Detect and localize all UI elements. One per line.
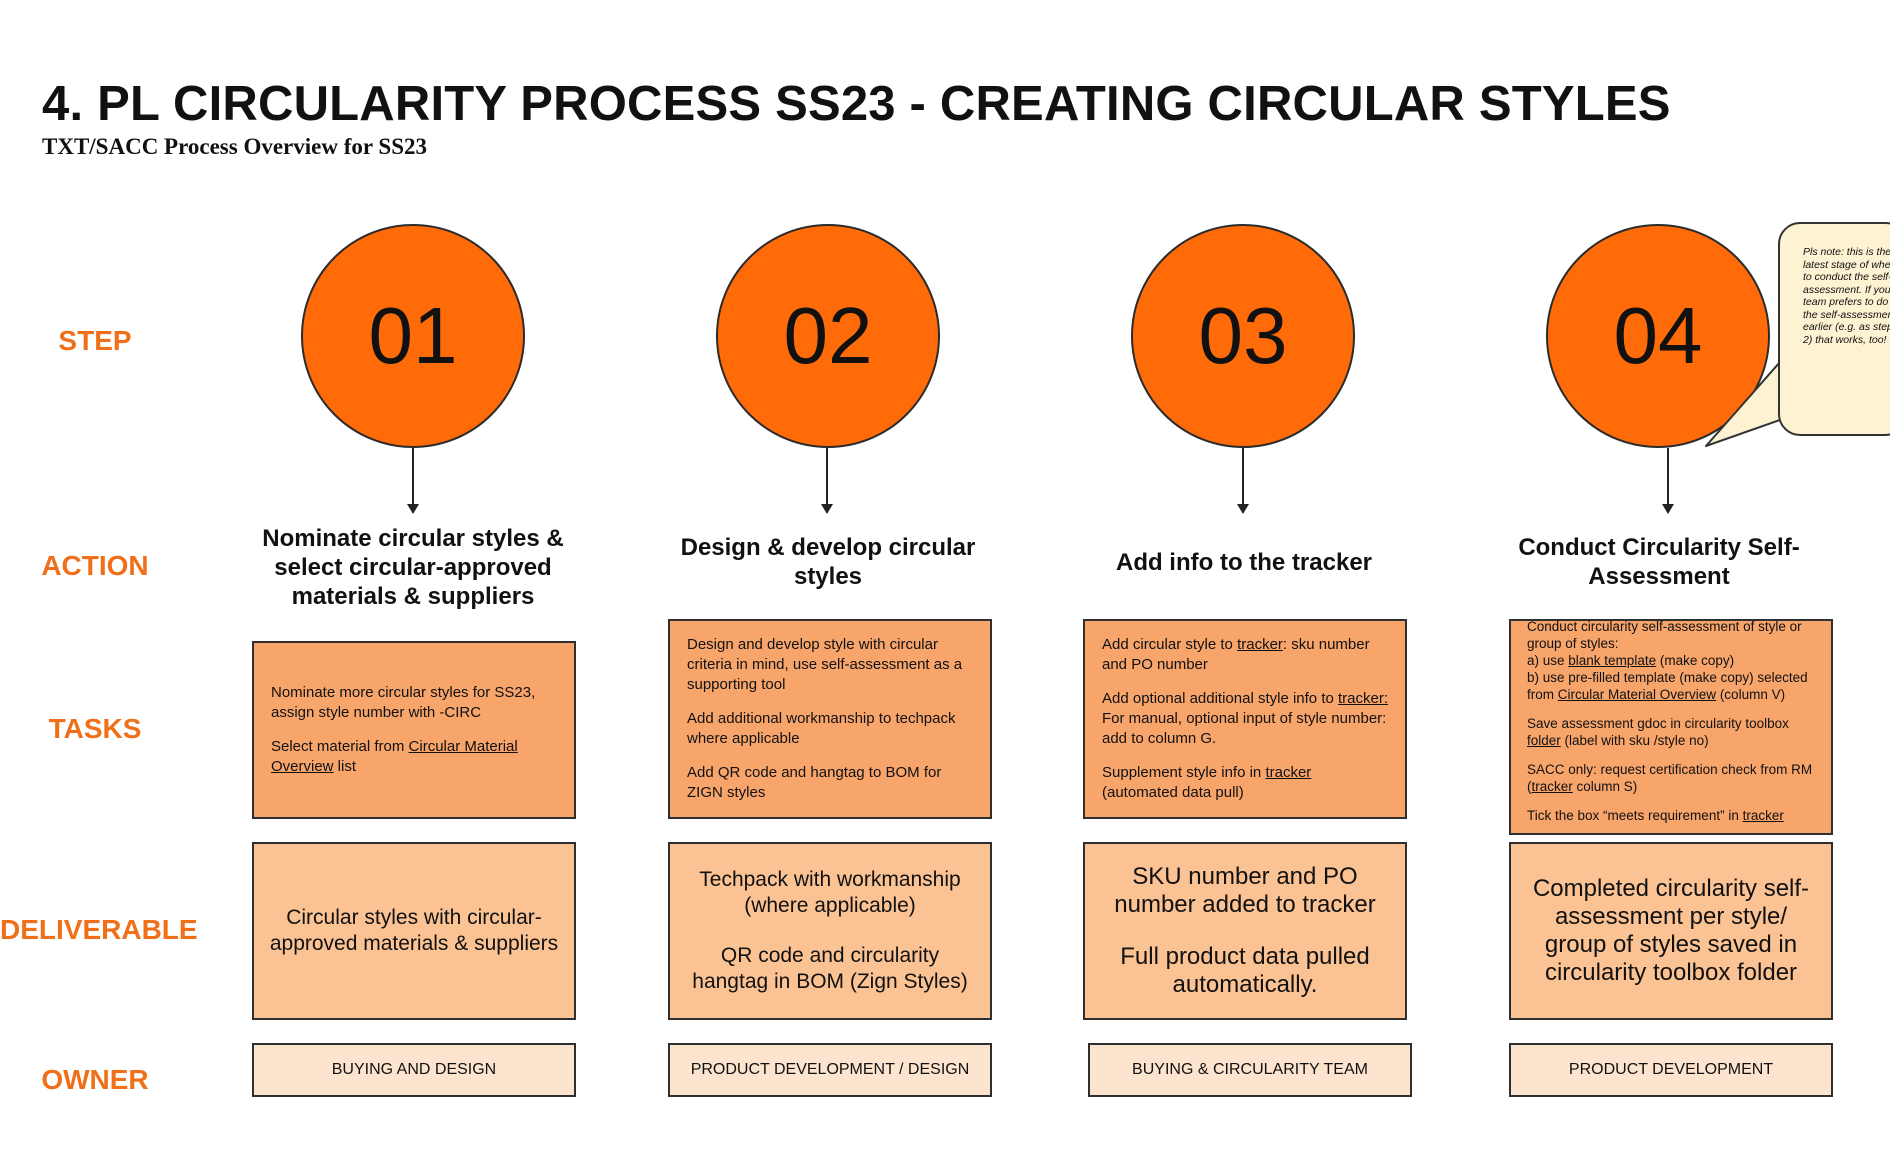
folder-link[interactable]: folder [1527, 733, 1561, 748]
step-number: 01 [368, 291, 458, 380]
owner-box-01: BUYING AND DESIGN [252, 1043, 576, 1097]
step-circle-03: 03 [1131, 224, 1355, 448]
step-arrow-line [826, 448, 828, 506]
deliverable-item: Circular styles with circular-approved m… [269, 906, 559, 955]
task-item: Add circular style to tracker: sku numbe… [1102, 636, 1370, 673]
step-circle-01: 01 [301, 224, 525, 448]
step-arrow-head [1662, 504, 1674, 514]
deliverable-item: Techpack with workmanship (where applica… [699, 868, 961, 917]
deliverable-box-02: Techpack with workmanship (where applica… [668, 842, 992, 1020]
task-item: Add additional workmanship to techpack w… [687, 710, 956, 747]
task-item: Supplement style info in tracker (automa… [1102, 764, 1312, 801]
step-number: 02 [783, 291, 873, 380]
tasks-box-01: Nominate more circular styles for SS23, … [252, 641, 576, 819]
tracker-link[interactable]: tracker [1237, 636, 1283, 653]
step-arrow-line [1667, 448, 1669, 506]
note-bubble: Pls note: this is the latest stage of wh… [1778, 222, 1890, 436]
task-item: Add QR code and hangtag to BOM for ZIGN … [687, 764, 942, 801]
tracker-link[interactable]: tracker: [1338, 690, 1389, 707]
deliverable-box-03: SKU number and PO number added to tracke… [1083, 842, 1407, 1020]
task-item: Tick the box “meets requirement” in trac… [1527, 808, 1784, 823]
deliverable-item: Completed circularity self-assessment pe… [1532, 875, 1810, 986]
deliverable-box-04: Completed circularity self-assessment pe… [1509, 842, 1833, 1020]
row-label-deliverable: DELIVERABLE [0, 914, 198, 945]
step-number: 03 [1198, 291, 1288, 380]
owner-label: PRODUCT DEVELOPMENT / DESIGN [690, 1061, 970, 1078]
step-action-title: Add info to the tracker [1115, 548, 1373, 576]
deliverable-item: SKU number and PO number added to tracke… [1114, 863, 1376, 918]
tracker-link[interactable]: tracker [1742, 808, 1784, 823]
owner-label: BUYING AND DESIGN [331, 1061, 497, 1078]
owner-box-02: PRODUCT DEVELOPMENT / DESIGN [668, 1043, 992, 1097]
tracker-link[interactable]: tracker [1265, 764, 1312, 781]
row-label-tasks: TASKS [48, 713, 142, 744]
step-action-title: Nominate circular styles & select circul… [262, 524, 564, 610]
note-bubble-tail [1705, 361, 1782, 447]
tasks-box-02: Design and develop style with circular c… [668, 619, 992, 819]
circular-material-overview-link[interactable]: Circular Material Overview [1557, 687, 1717, 702]
page-title: 4. PL CIRCULARITY PROCESS SS23 - CREATIN… [42, 77, 1671, 131]
owner-box-04: PRODUCT DEVELOPMENT [1509, 1043, 1833, 1097]
task-item: SACC only: request certification check f… [1527, 762, 1813, 794]
step-action-title: Conduct Circularity Self-Assessment [1518, 534, 1800, 590]
task-item: Save assessment gdoc in circularity tool… [1527, 716, 1789, 748]
task-item: Add optional additional style info to tr… [1102, 690, 1389, 747]
task-item: Design and develop style with circular c… [687, 636, 963, 693]
deliverable-box-01: Circular styles with circular-approved m… [252, 842, 576, 1020]
step-arrow-line [1242, 448, 1244, 506]
tasks-box-03: Add circular style to tracker: sku numbe… [1083, 619, 1407, 819]
step-action-title: Design & develop circular styles [680, 534, 976, 590]
step-number: 04 [1613, 291, 1703, 380]
step-arrow-line [412, 448, 414, 506]
step-arrow-head [407, 504, 419, 514]
row-label-action: ACTION [41, 550, 149, 581]
step-arrow-head [821, 504, 833, 514]
row-label-owner: OWNER [41, 1064, 149, 1095]
task-item: Select material from Circular Material O… [271, 738, 518, 775]
task-item: Conduct circularity self-assessment of s… [1527, 619, 1808, 702]
row-label-step: STEP [58, 325, 132, 356]
step-circle-02: 02 [716, 224, 940, 448]
note-text: Pls note: this is the latest stage of wh… [1803, 246, 1890, 346]
task-item: Nominate more circular styles for SS23, … [271, 684, 536, 721]
step-circle-04: 04 [1546, 224, 1770, 448]
tracker-link[interactable]: tracker [1531, 779, 1573, 794]
owner-label: PRODUCT DEVELOPMENT [1568, 1061, 1774, 1078]
deliverable-item: Full product data pulled automatically. [1120, 943, 1370, 998]
blank-template-link[interactable]: blank template [1568, 653, 1657, 668]
owner-label: BUYING & CIRCULARITY TEAM [1132, 1061, 1368, 1078]
step-arrow-head [1237, 504, 1249, 514]
tasks-box-04: Conduct circularity self-assessment of s… [1509, 619, 1833, 835]
owner-box-03: BUYING & CIRCULARITY TEAM [1088, 1043, 1412, 1097]
deliverable-item: QR code and circularity hangtag in BOM (… [692, 944, 968, 993]
page-subtitle: TXT/SACC Process Overview for SS23 [42, 134, 428, 159]
circular-material-overview-link[interactable]: Circular Material Overview [271, 738, 518, 775]
